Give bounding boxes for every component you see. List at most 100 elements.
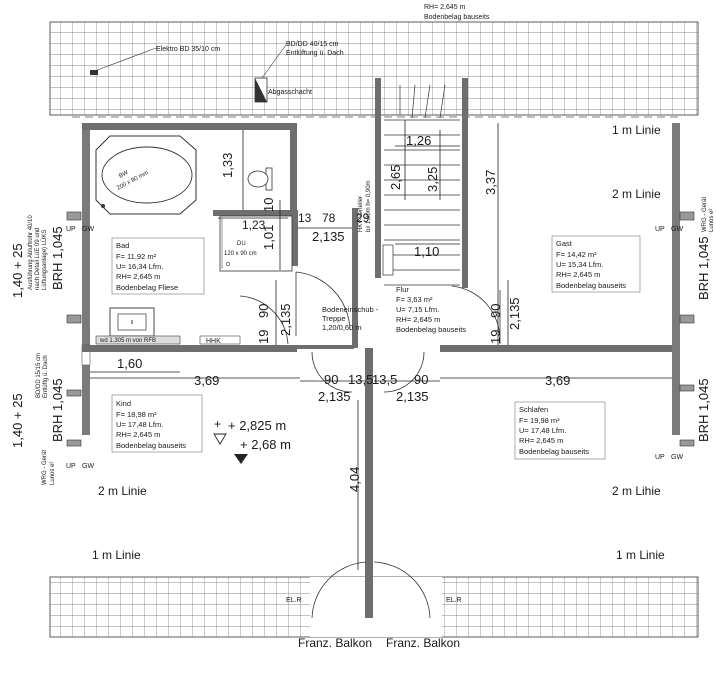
room-bad-area: F= 11,92 m² xyxy=(116,252,157,261)
up-left-top: UP xyxy=(66,226,76,233)
dim-1-23: 1,23 xyxy=(242,218,266,232)
brh-right-top: BRH 1,045 xyxy=(696,236,711,300)
hkv-box xyxy=(382,244,394,276)
up-right-bot: UP xyxy=(655,454,665,461)
balkon-left: Franz. Balkon xyxy=(298,636,372,650)
chimney-shaft xyxy=(254,77,268,103)
up-left-bot: UP xyxy=(66,463,76,470)
room-flur: Flur F= 3,63 m² U= 7,15 Lfm. RH= 2,645 m… xyxy=(396,285,466,334)
room-schlafen-height: RH= 2,645 m xyxy=(519,436,563,445)
line-tr-2m: 2 m Linie xyxy=(612,187,661,201)
level-plus-1: + xyxy=(214,417,221,431)
hhk-label: HHK xyxy=(206,338,221,345)
balcony-gap xyxy=(310,577,442,637)
brh-right-bot: BRH 1,045 xyxy=(696,378,711,442)
dim-13: 13 xyxy=(298,211,312,225)
dim-29: 29 xyxy=(356,211,370,225)
room-kind-perimeter: U= 17,48 Lfm. xyxy=(116,420,163,429)
shower-label: DU xyxy=(237,241,246,247)
dim-3-69-right: 3,69 xyxy=(545,373,570,388)
note-treppe-2: Treppe xyxy=(322,314,346,323)
note-bd-1: BD/DD 40/15 cm xyxy=(286,41,339,48)
dim-13-5-right: 13,5 xyxy=(372,372,397,387)
room-flur-area: F= 3,63 m² xyxy=(396,295,433,304)
top-rh: RH= 2,645 m xyxy=(424,4,466,11)
line-bl-1m: 1 m Linie xyxy=(92,548,141,562)
room-kind-area: F= 18,98 m² xyxy=(116,410,157,419)
lunos-right: Lunos e² xyxy=(709,209,715,232)
room-schlafen-name: Schlafen xyxy=(519,405,548,414)
room-kind-floor: Bodenbelag bauseits xyxy=(116,441,186,450)
note-bd-left-1: BD/DD 15/15 cm xyxy=(36,353,42,398)
dim-2-135-door-right: 2,135 xyxy=(396,389,429,404)
dim-19-right: 19 xyxy=(488,330,503,344)
note-elr-right: EL.R xyxy=(446,597,462,604)
note-bd-left-2: Entlüftg ü. Dach xyxy=(43,355,49,398)
window-units xyxy=(66,211,695,447)
line-br-1m: 1 m Linie xyxy=(616,548,665,562)
room-schlafen: Schlafen F= 19,98 m² U= 17,48 Lfm. RH= 2… xyxy=(514,401,606,460)
room-kind: Kind F= 18,98 m² U= 17,48 Lfm. RH= 2,645… xyxy=(111,394,203,453)
line-tr-1m: 1 m Linie xyxy=(612,123,661,137)
room-gast: Gast F= 14,42 m² U= 15,34 Lfm. RH= 2,645… xyxy=(551,235,641,293)
note-aus-1: Ausführung Abluftrohr 40/10 xyxy=(28,215,34,290)
elektro-box xyxy=(90,70,98,75)
room-schlafen-floor: Bodenbelag bauseits xyxy=(519,447,589,456)
interior-walls xyxy=(82,78,672,618)
room-bad-floor: Bodenbelag Fliese xyxy=(116,283,178,292)
note-elektro: Elektro BD 35/10 cm xyxy=(156,46,220,53)
shower: DU 120 x 90 cm xyxy=(219,215,293,272)
top-floor: Bodenbelag bauseits xyxy=(424,14,490,21)
toilet xyxy=(247,167,273,191)
line-br-2m: 2 m Lihie xyxy=(612,484,661,498)
dim-2-135-left: 2,135 xyxy=(278,303,293,336)
wrg-left: WRG - Gerät xyxy=(42,450,48,485)
dim-90-right: 90 xyxy=(488,304,503,318)
room-gast-area: F= 14,42 m² xyxy=(556,250,597,259)
note-treppe-3: 1,20/0,60 m xyxy=(322,323,362,332)
dim-3-37: 3,37 xyxy=(483,170,498,195)
line-bl-2m: 2 m Linie xyxy=(98,484,147,498)
room-gast-height: RH= 2,645 m xyxy=(556,270,600,279)
room-kind-name: Kind xyxy=(116,399,131,408)
dim-2-135-top: 2,135 xyxy=(312,229,345,244)
note-bd-leader xyxy=(261,44,287,79)
room-flur-name: Flur xyxy=(396,285,409,294)
room-schlafen-area: F= 19,98 m² xyxy=(519,416,560,425)
bathtub: BW 200 x 80 mm xyxy=(95,135,197,215)
note-hkv-2: bx 1,00m h= 0,90m xyxy=(366,180,372,232)
dim-4-04: 4,04 xyxy=(347,467,362,492)
size-left-bot: 1,40 + 25 xyxy=(10,393,25,448)
room-bad-perimeter: U= 16,34 Lfm. xyxy=(116,262,163,271)
note-hkv-1: HKV-Verteiler xyxy=(358,196,364,232)
dim-1-33: 1,33 xyxy=(220,153,235,178)
staircase xyxy=(384,84,460,286)
wrg-right: WRG - Gerät xyxy=(702,197,708,232)
gw-left-bot: GW xyxy=(82,463,94,470)
room-gast-floor: Bodenbelag bauseits xyxy=(556,281,626,290)
level-1: + 2,825 m xyxy=(228,418,286,433)
note-elr-left: EL.R xyxy=(286,597,302,604)
room-flur-floor: Bodenbelag bauseits xyxy=(396,325,466,334)
room-kind-height: RH= 2,645 m xyxy=(116,430,160,439)
dim-2-65: 2,65 xyxy=(388,165,403,190)
room-flur-perimeter: U= 7,15 Lfm. xyxy=(396,305,439,314)
level-marker-filled xyxy=(234,454,248,464)
dim-90-left: 90 xyxy=(256,304,271,318)
note-abgas: Abgasschacht xyxy=(268,89,312,96)
level-markers: + + 2,825 m + 2,68 m xyxy=(213,417,291,464)
up-right-top: UP xyxy=(655,226,665,233)
room-gast-name: Gast xyxy=(556,239,573,248)
brh-left-top: BRH 1,045 xyxy=(50,226,65,290)
dim-10: 10 xyxy=(261,198,276,212)
level-marker-open xyxy=(213,433,227,445)
dim-90-mid-right: 90 xyxy=(414,372,428,387)
dim-90-mid-left: 90 xyxy=(324,372,338,387)
size-left-top: 1,40 + 25 xyxy=(10,243,25,298)
gw-left-top: GW xyxy=(82,226,94,233)
dim-1-60: 1,60 xyxy=(117,356,142,371)
dim-3-69-left: 3,69 xyxy=(194,373,219,388)
dimension-lines xyxy=(90,120,672,570)
dim-78: 78 xyxy=(322,211,336,225)
